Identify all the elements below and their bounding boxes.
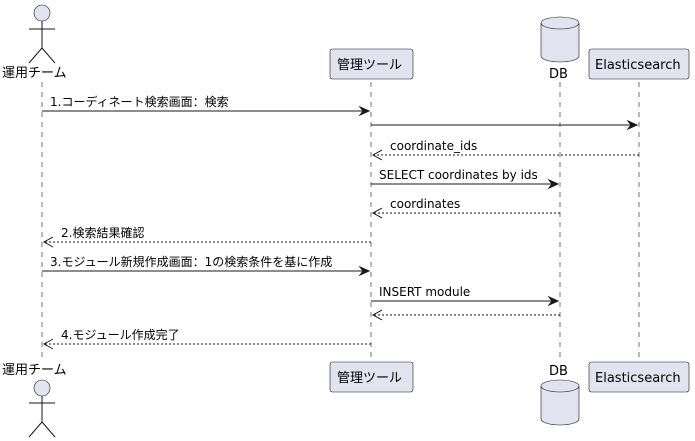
participant-label-ops: 運用チーム (2, 363, 67, 378)
message-5: coordinates (371, 197, 560, 219)
stick-figure-icon (28, 379, 56, 438)
participant-db-top: DB (540, 16, 580, 82)
actor-ops-top: 運用チーム (2, 4, 67, 81)
database-icon (540, 379, 580, 426)
database-icon (540, 16, 580, 63)
participant-db-bottom: DB (540, 364, 580, 426)
message-label: SELECT coordinates by ids (379, 168, 538, 182)
message-label: 2.検索結果確認 (61, 225, 144, 240)
message-label: coordinates (390, 197, 460, 211)
participant-label-admin: 管理ツール (337, 371, 402, 386)
participant-label-ops: 運用チーム (2, 66, 67, 81)
message-label: 4.モジュール作成完了 (61, 327, 180, 342)
message-3: coordinate_ids (371, 139, 639, 161)
message-label: coordinate_ids (390, 139, 477, 153)
message-7: 3.モジュール新規作成画面：1の検索条件を基に作成 (42, 254, 371, 277)
message-label: 1.コーディネート検索画面：検索 (50, 94, 229, 109)
participant-admin-top: 管理ツール (329, 48, 414, 80)
actor-ops-bottom: 運用チーム (2, 363, 67, 438)
participant-label-admin: 管理ツール (337, 58, 402, 73)
participant-label-db: DB (549, 364, 568, 379)
message-8: INSERT module (371, 285, 560, 307)
participant-es-top: Elasticsearch (588, 48, 690, 80)
message-1: 1.コーディネート検索画面：検索 (42, 94, 371, 117)
message-label: 3.モジュール新規作成画面：1の検索条件を基に作成 (50, 254, 332, 269)
message-10: 4.モジュール作成完了 (42, 327, 371, 350)
participant-admin-bottom: 管理ツール (329, 361, 414, 393)
message-9 (371, 309, 560, 321)
participant-label-db: DB (549, 67, 568, 82)
participant-label-es: Elasticsearch (595, 371, 681, 386)
stick-figure-icon (28, 4, 56, 64)
message-6: 2.検索結果確認 (42, 225, 371, 248)
message-label: INSERT module (379, 285, 470, 299)
message-4: SELECT coordinates by ids (371, 168, 560, 190)
participant-label-es: Elasticsearch (595, 58, 681, 73)
message-2 (371, 119, 639, 131)
participant-es-bottom: Elasticsearch (588, 361, 690, 393)
